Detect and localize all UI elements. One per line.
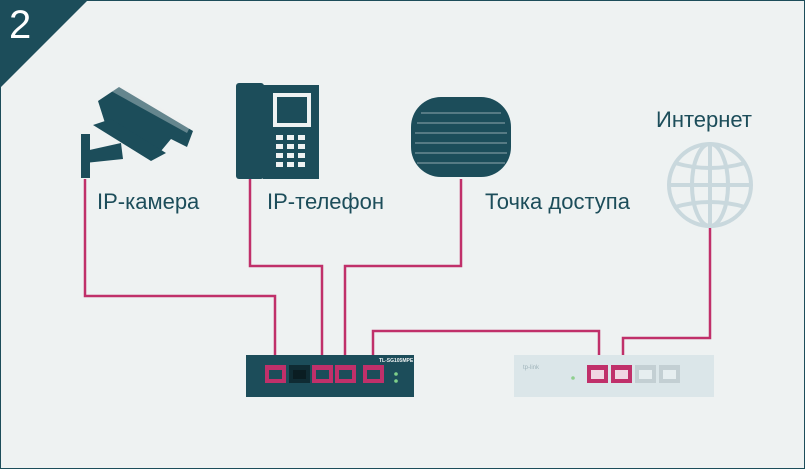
switch-model-label: TL-SG105MPE [379,358,414,364]
ceiling-access-point-icon [411,97,511,177]
cable-phone-to-switch [248,179,324,367]
desk-phone-icon [236,83,319,179]
cable-ap-to-switch [343,179,463,367]
router-brand-label: tp-link [523,365,540,371]
cables [83,179,712,367]
step-badge [1,1,87,87]
internet-label: Интернет [656,107,752,132]
ip-camera-label: IP-камера [97,189,200,214]
cable-camera-to-switch [83,179,277,367]
access-point-label: Точка доступа [485,189,630,214]
cable-switch-to-router [371,329,601,367]
poe-switch: TL-SG105MPE [246,355,414,397]
ip-phone-label: IP-телефон [267,189,385,214]
security-camera-icon [81,85,193,178]
step-number: 2 [9,3,32,47]
globe-icon [667,142,753,228]
cable-internet-to-router [621,226,712,367]
router-switch: tp-link [514,355,714,397]
